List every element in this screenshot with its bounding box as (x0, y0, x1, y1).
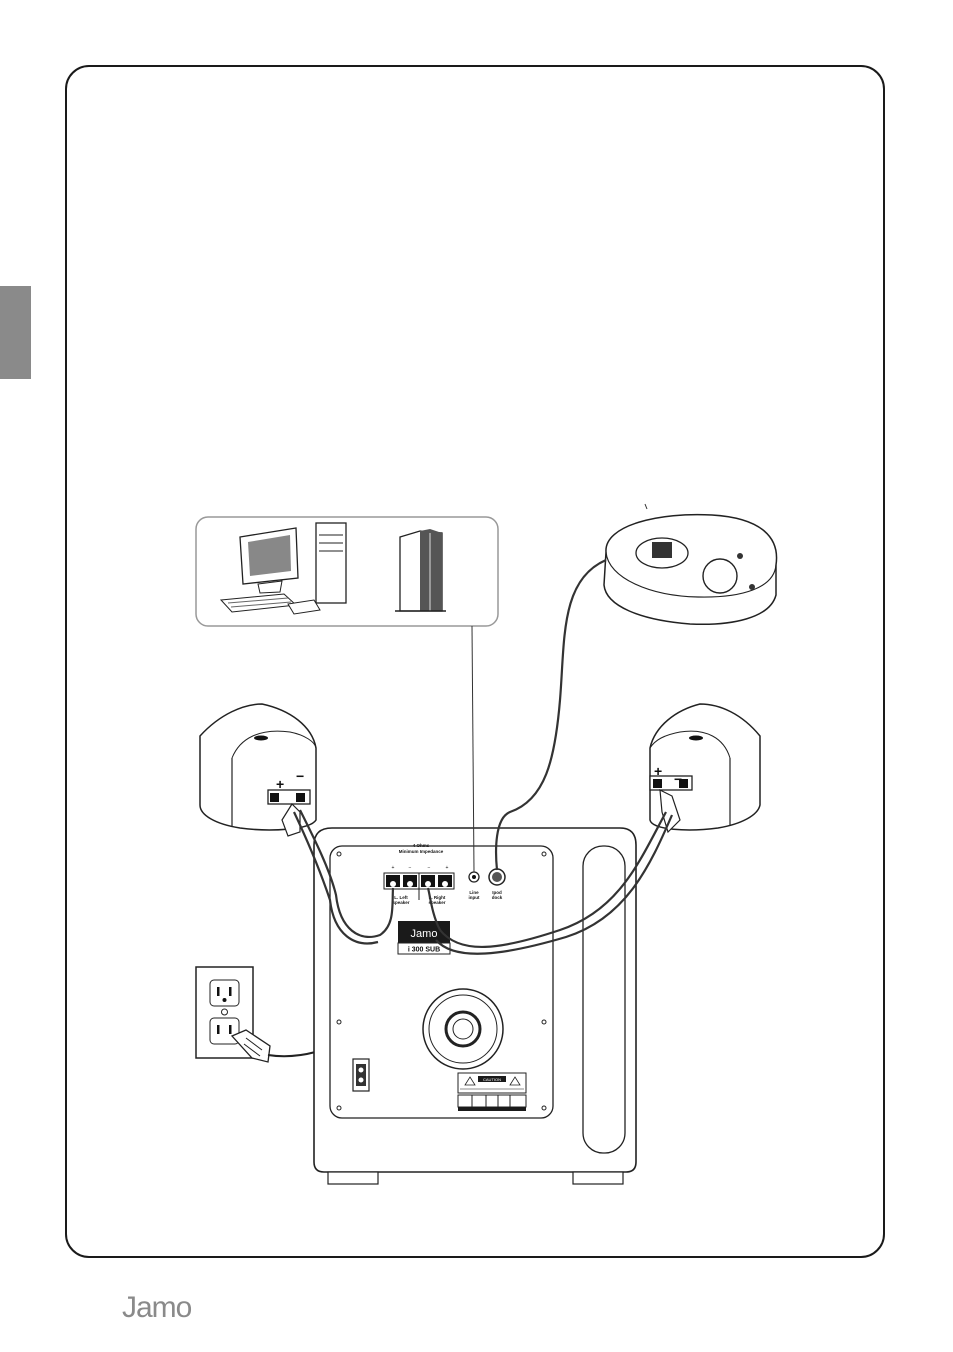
woofer-icon (423, 989, 503, 1069)
caution-label: CAUTION (458, 1073, 526, 1111)
audio-sources-panel (196, 517, 498, 626)
line-input-sublabel: input (469, 895, 480, 900)
ipod-dock-icon (604, 504, 777, 624)
polarity-3: − (428, 865, 431, 871)
polarity-1: + (392, 865, 395, 871)
power-socket-icon (353, 1059, 369, 1091)
right-satellite-minus: − (674, 771, 682, 787)
left-satellite-minus: − (296, 768, 304, 784)
left-speaker-terminal-sublabel: speaker (392, 900, 409, 905)
left-satellite-plus: + (276, 776, 284, 792)
jamo-logo-text: Jamo (122, 1291, 192, 1324)
polarity-4: + (446, 865, 449, 871)
impedance-label: 4 Ohms (413, 843, 430, 848)
audio-device-icon (395, 529, 446, 611)
ipod-dock-sublabel: dock (492, 895, 503, 900)
left-satellite-speaker: + − (200, 704, 316, 836)
jamo-logo: Jamo (122, 1291, 222, 1330)
impedance-sublabel: Minimum Impedance (399, 849, 444, 854)
model-label: i 300 SUB (408, 947, 440, 954)
subwoofer-rear-panel: 4 Ohms Minimum Impedance + − − + L. Left… (314, 828, 636, 1184)
caution-text: CAUTION (483, 1077, 501, 1082)
brand-badge-text: Jamo (411, 928, 438, 940)
right-satellite-plus: + (654, 763, 662, 779)
polarity-2: − (409, 865, 412, 871)
